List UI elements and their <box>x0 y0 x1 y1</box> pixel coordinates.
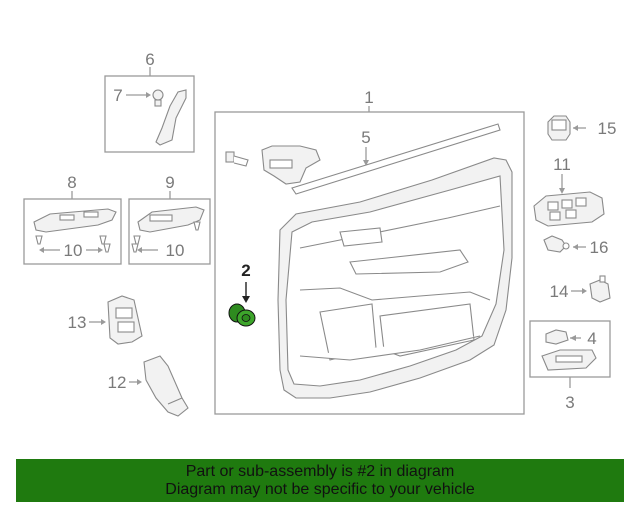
clip-icon <box>35 235 43 245</box>
part-group-8: 8 10 <box>23 173 122 265</box>
part-group-14: 14 <box>550 275 611 303</box>
part-group-13: 13 <box>68 295 143 345</box>
callout-10: 10 <box>166 241 185 260</box>
callout-14: 14 <box>550 282 569 301</box>
part-group-15: 15 <box>547 115 617 141</box>
screw-icon <box>225 151 249 167</box>
courtesy-lamp-icon <box>545 329 569 345</box>
banner-line-1: Part or sub-assembly is #2 in diagram <box>185 462 455 480</box>
banner-line-2: Diagram may not be specific to your vehi… <box>165 480 475 498</box>
callout-15: 15 <box>598 119 617 138</box>
callout-7: 7 <box>113 86 122 105</box>
callout-9: 9 <box>165 173 174 192</box>
info-banner: Part or sub-assembly is #2 in diagram Di… <box>16 459 624 502</box>
highlighted-part-2-icon <box>228 303 256 327</box>
bulb-icon <box>543 235 567 253</box>
callout-13: 13 <box>68 313 87 332</box>
callout-2: 2 <box>241 261 250 280</box>
callout-4: 4 <box>587 329 596 348</box>
weatherstrip-icon <box>291 123 501 195</box>
part-box-6 <box>104 75 195 153</box>
part-group-1: 1 5 2 <box>214 88 525 415</box>
bezel-icon <box>107 295 143 345</box>
callout-10: 10 <box>64 241 83 260</box>
clip-icon <box>152 89 164 107</box>
master-switch-icon <box>533 191 605 227</box>
part-group-11: 11 <box>533 155 605 227</box>
clip-icon <box>193 221 201 231</box>
callout-1: 1 <box>364 88 373 107</box>
callout-5: 5 <box>361 128 370 147</box>
part-group-6: 6 7 <box>104 50 195 153</box>
socket-icon <box>589 279 611 303</box>
callout-8: 8 <box>67 173 76 192</box>
callout-16: 16 <box>590 238 609 257</box>
part-group-16: 16 <box>543 235 609 257</box>
part-group-12: 12 <box>108 355 189 417</box>
pillar-trim-icon <box>155 89 187 146</box>
callout-3: 3 <box>565 393 574 412</box>
callout-6: 6 <box>145 50 154 69</box>
door-panel-icon <box>277 157 513 399</box>
handle-bezel-icon <box>143 355 189 417</box>
callout-11: 11 <box>553 155 571 174</box>
callout-12: 12 <box>108 373 127 392</box>
part-group-9: 9 10 <box>128 173 211 265</box>
part-group-3: 4 3 <box>529 320 611 412</box>
